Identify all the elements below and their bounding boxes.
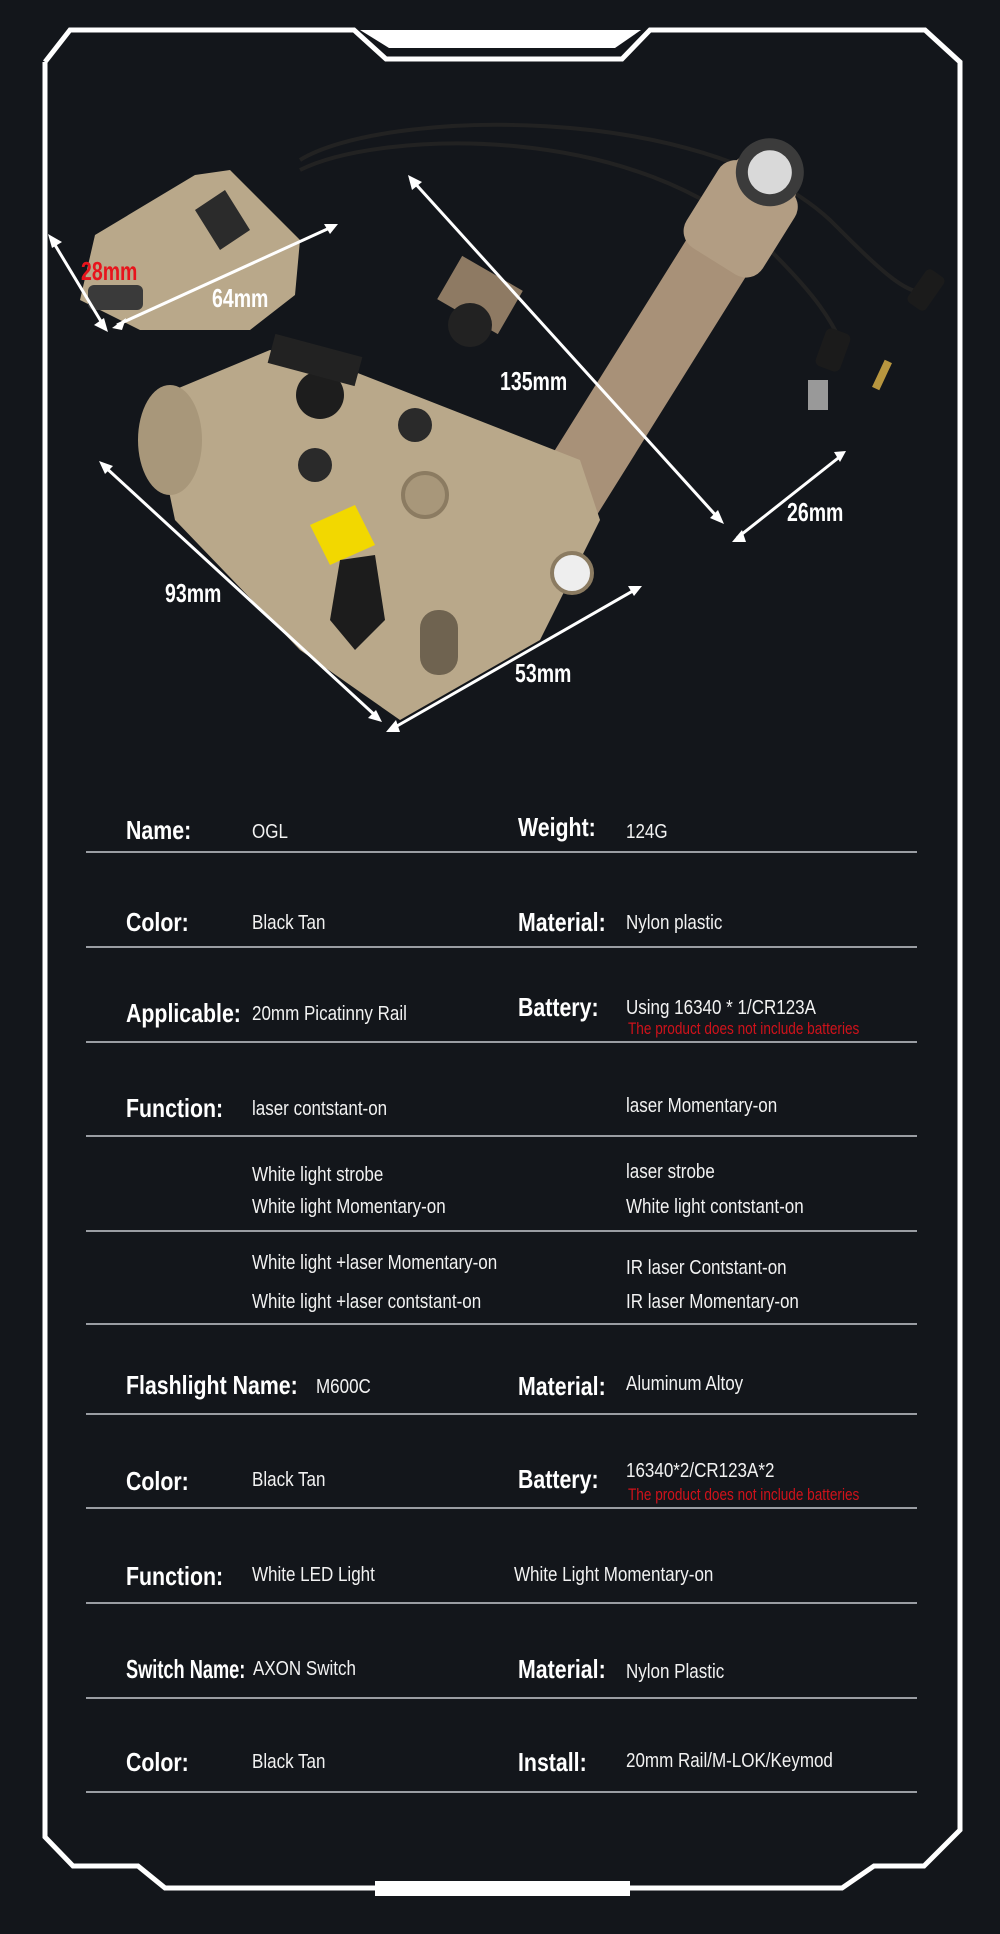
weight-value: 124G xyxy=(626,821,668,843)
product-illustration xyxy=(48,122,945,732)
battery-value: Using 16340 * 1/CR123A xyxy=(626,997,816,1019)
material-label: Material: xyxy=(518,1371,606,1401)
function-value: White light +laser contstant-on xyxy=(252,1291,482,1313)
function-value: White light strobe xyxy=(252,1164,384,1186)
row-divider xyxy=(86,1697,917,1699)
row-divider xyxy=(86,1507,917,1509)
install-value: 20mm Rail/M-LOK/Keymod xyxy=(626,1750,833,1772)
row-divider xyxy=(86,1602,917,1604)
applicable-value: 20mm Picatinny Rail xyxy=(252,1003,407,1025)
dimension-arrows xyxy=(50,178,843,732)
row-divider xyxy=(86,1230,917,1232)
flashlight-diameter-label: 26mm xyxy=(787,497,844,527)
cable xyxy=(298,122,931,294)
row-divider xyxy=(86,1791,917,1793)
function-value: White Light Momentary-on xyxy=(514,1564,714,1586)
function-label: Function: xyxy=(126,1093,224,1123)
material-value: Nylon plastic xyxy=(626,912,723,934)
switch-name-value: AXON Switch xyxy=(253,1658,356,1680)
function-value: White LED Light xyxy=(252,1564,375,1586)
color-label: Color: xyxy=(126,1747,189,1777)
function-value: White light contstant-on xyxy=(626,1196,804,1218)
function-value: laser strobe xyxy=(626,1161,715,1183)
ogl-width-label: 53mm xyxy=(515,658,572,688)
weight-label: Weight: xyxy=(518,812,596,842)
switch-length-label: 64mm xyxy=(212,283,269,313)
axon-switch-image xyxy=(80,170,300,330)
install-label: Install: xyxy=(518,1747,587,1777)
color-label: Color: xyxy=(126,1466,189,1496)
switch-height-label: 28mm xyxy=(81,256,138,286)
row-divider xyxy=(86,1323,917,1325)
function-value: White light +laser Momentary-on xyxy=(252,1252,498,1274)
material-label: Material: xyxy=(518,907,606,937)
material-value: Nylon Plastic xyxy=(626,1661,725,1683)
row-divider xyxy=(86,946,917,948)
material-value: Aluminum Altoy xyxy=(626,1373,744,1395)
ogl-length-label: 93mm xyxy=(165,578,222,608)
row-divider xyxy=(86,1413,917,1415)
ogl-laser-image xyxy=(138,333,600,720)
color-value: Black Tan xyxy=(252,1469,326,1491)
flashlight-name-value: M600C xyxy=(316,1376,371,1398)
row-divider xyxy=(86,1135,917,1137)
function-value: IR laser Contstant-on xyxy=(626,1257,787,1279)
function-value: IR laser Momentary-on xyxy=(626,1291,799,1313)
material-label: Material: xyxy=(518,1654,606,1684)
battery-note: The product does not include batteries xyxy=(628,1019,860,1038)
battery-label: Battery: xyxy=(518,992,599,1022)
flashlight-length-label: 135mm xyxy=(500,366,568,396)
name-label: Name: xyxy=(126,815,192,845)
battery-note: The product does not include batteries xyxy=(628,1485,860,1504)
switch-name-label: Switch Name: xyxy=(126,1654,246,1684)
row-divider xyxy=(86,851,917,853)
color-value: Black Tan xyxy=(252,1751,326,1773)
function-value: laser contstant-on xyxy=(252,1098,388,1120)
color-value: Black Tan xyxy=(252,912,326,934)
color-label: Color: xyxy=(126,907,189,937)
function-label: Function: xyxy=(126,1561,224,1591)
battery-label: Battery: xyxy=(518,1464,599,1494)
function-value: laser Momentary-on xyxy=(626,1095,778,1117)
flashlight-name-label: Flashlight Name: xyxy=(126,1370,298,1400)
name-value: OGL xyxy=(252,821,288,843)
function-value: White light Momentary-on xyxy=(252,1196,446,1218)
row-divider xyxy=(86,1041,917,1043)
cable xyxy=(299,141,842,341)
battery-value: 16340*2/CR123A*2 xyxy=(626,1460,775,1482)
applicable-label: Applicable: xyxy=(126,998,241,1028)
